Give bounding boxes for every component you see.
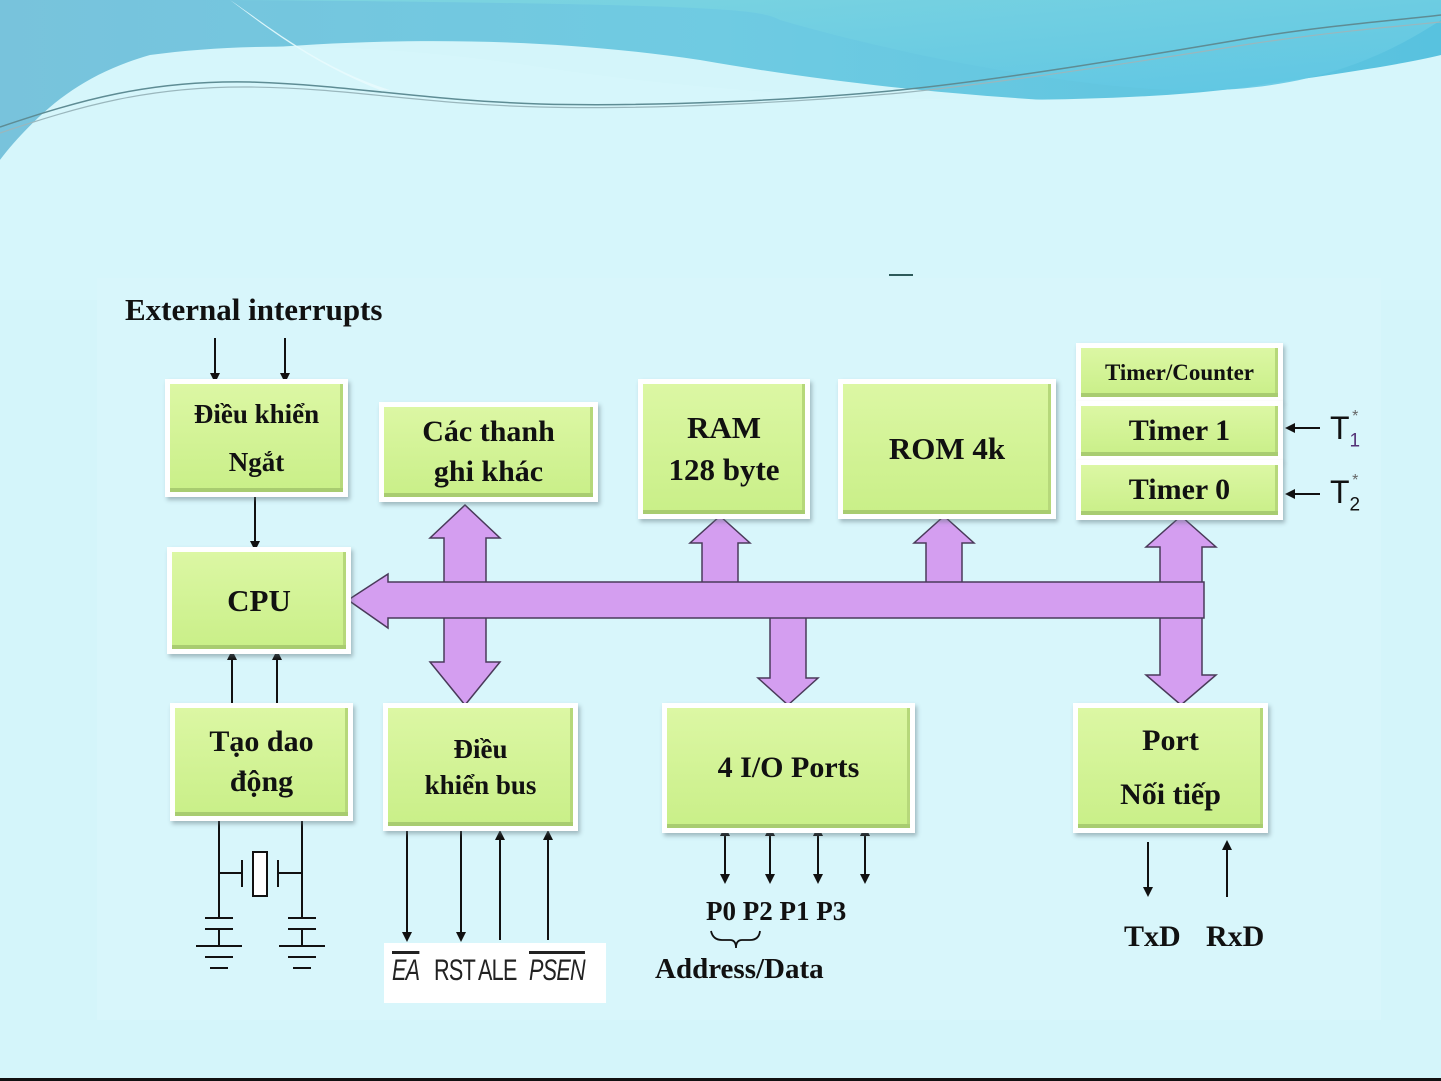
port-label-p0: P0 (706, 896, 736, 926)
timer-counter-label: Timer/Counter (1104, 359, 1255, 385)
wave-top-right (232, 0, 1441, 91)
timer0-block: Timer 0 (1076, 460, 1283, 520)
ram-line2: 128 byte (668, 452, 780, 487)
external-interrupts-label: External interrupts (125, 292, 383, 327)
psen-signal-label: PSEN (529, 954, 586, 987)
timer0-label: Timer 0 (1128, 472, 1231, 506)
other-registers-line1: Các thanh (422, 414, 555, 448)
interrupt-control-line1: Điều khiển (193, 398, 320, 429)
rxd-label: RxD (1206, 920, 1265, 953)
wave-line-1 (0, 14, 1441, 128)
crystal-oscillator-circuit (196, 820, 325, 969)
port-label-p2: P2 (742, 896, 773, 926)
t1-subscript: 1 (1349, 430, 1361, 452)
oscillator-line1: Tạo dao (209, 724, 314, 758)
port-labels: P0 P2 P1 P3 (706, 896, 846, 927)
rom-label: ROM 4k (888, 431, 1006, 467)
internal-bus (346, 572, 1205, 630)
address-data-brace (710, 930, 761, 949)
ram-line1: RAM (686, 410, 762, 446)
port-label-p3: P3 (816, 896, 847, 926)
t2-input-label: T2 * (1330, 472, 1366, 516)
timer1-label: Timer 1 (1128, 413, 1231, 447)
bus-control-line1: Điều (453, 733, 508, 764)
serial-port-line2: Nối tiếp (1120, 778, 1221, 811)
bus-control-block: Điều khiển bus (383, 703, 578, 831)
oscillator-line2: động (229, 765, 294, 798)
header-wave-decoration (0, 0, 1441, 300)
txd-label: TxD (1124, 920, 1181, 953)
bus-branch-ram (688, 514, 752, 591)
bus-signals-panel (384, 943, 606, 1003)
ram-block: RAM 128 byte (638, 379, 810, 519)
bus-branch-io (756, 609, 820, 707)
wave-line-2 (0, 21, 1441, 134)
timer-counter-header: Timer/Counter (1076, 343, 1283, 402)
rom-block: ROM 4k (838, 379, 1056, 519)
t1-superscript: * (1352, 408, 1359, 426)
address-data-label: Address/Data (655, 953, 824, 985)
slide-bottom-border (0, 1078, 1441, 1081)
serial-port-line1: Port (1142, 723, 1199, 757)
t1-base: T (1330, 410, 1350, 446)
oscillator-block: Tạo dao động (170, 703, 353, 821)
bus-branch-rom (912, 514, 976, 591)
stray-dash-mark (889, 274, 913, 276)
cpu-label: CPU (227, 582, 291, 618)
io-ports-block: 4 I/O Ports (662, 703, 915, 833)
wave-light (0, 46, 1441, 300)
interrupt-control-block: Điều khiển Ngắt (165, 379, 348, 497)
io-ports-label: 4 I/O Ports (717, 750, 860, 784)
interrupt-control-line2: Ngắt (228, 447, 285, 477)
t2-base: T (1330, 474, 1350, 510)
t2-subscript: 2 (1349, 494, 1361, 516)
other-registers-block: Các thanh ghi khác (379, 402, 598, 502)
t1-input-label: T1 * (1330, 408, 1366, 452)
timer1-block: Timer 1 (1076, 401, 1283, 461)
rst-signal-label: RST (434, 954, 476, 987)
cpu-block: CPU (167, 547, 351, 654)
ale-signal-label: ALE (478, 954, 517, 987)
t2-superscript: * (1352, 472, 1359, 490)
serial-port-block: Port Nối tiếp (1073, 703, 1268, 833)
bus-control-line2: khiển bus (424, 770, 537, 800)
port-label-p1: P1 (779, 896, 810, 926)
other-registers-line2: ghi khác (433, 455, 544, 488)
ea-signal-label: EA (392, 954, 420, 987)
